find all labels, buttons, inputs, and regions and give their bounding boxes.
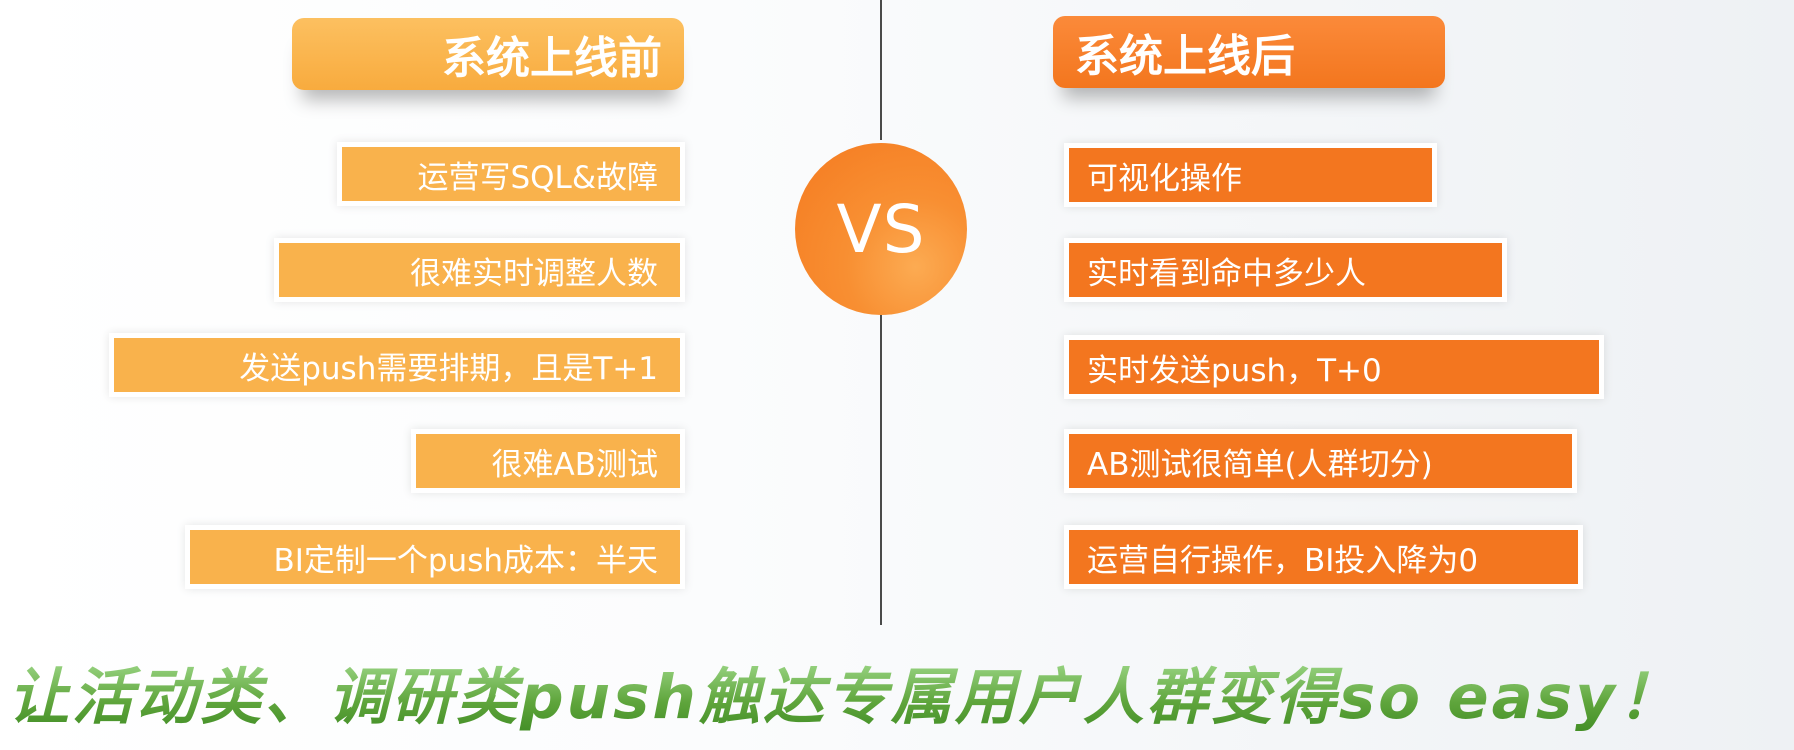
after-item: 实时发送push，T+0 <box>1069 340 1599 394</box>
before-item: BI定制一个push成本：半天 <box>190 530 680 584</box>
after-item-label: 实时看到命中多少人 <box>1087 255 1366 292</box>
before-item-label: BI定制一个push成本：半天 <box>273 542 658 579</box>
after-header: 系统上线后 <box>1053 16 1445 88</box>
vs-label: VS <box>836 190 926 268</box>
after-header-title: 系统上线后 <box>1075 31 1295 82</box>
vs-circle: VS <box>795 143 967 315</box>
after-item: AB测试很简单(人群切分) <box>1069 434 1572 488</box>
before-item-label: 运营写SQL&故障 <box>417 159 658 196</box>
before-item-label: 很难实时调整人数 <box>410 255 658 292</box>
before-item: 很难实时调整人数 <box>279 243 680 297</box>
before-item: 很难AB测试 <box>416 434 680 488</box>
after-item-label: 运营自行操作，BI投入降为0 <box>1087 542 1479 579</box>
before-item-label: 发送push需要排期，且是T+1 <box>239 350 658 387</box>
after-item-label: 可视化操作 <box>1087 160 1242 197</box>
divider-line-top <box>880 0 882 140</box>
before-header: 系统上线前 <box>292 18 684 90</box>
after-item: 可视化操作 <box>1069 148 1432 202</box>
before-header-title: 系统上线前 <box>442 33 662 84</box>
slogan-text: 让活动类、调研类push触达专属用户人群变得so easy！ <box>8 658 1788 738</box>
divider-line-bottom <box>880 315 882 625</box>
before-item-label: 很难AB测试 <box>491 446 658 483</box>
before-item: 发送push需要排期，且是T+1 <box>114 338 680 392</box>
after-item-label: 实时发送push，T+0 <box>1087 352 1382 389</box>
before-item: 运营写SQL&故障 <box>342 147 680 201</box>
after-item-label: AB测试很简单(人群切分) <box>1087 446 1433 483</box>
after-item: 实时看到命中多少人 <box>1069 243 1502 297</box>
after-item: 运营自行操作，BI投入降为0 <box>1069 530 1578 584</box>
